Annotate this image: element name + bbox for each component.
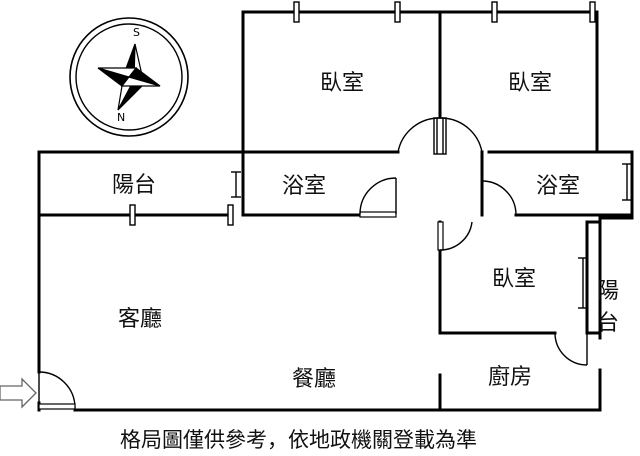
label-bedroom-top-right: 臥室 — [508, 71, 552, 96]
window-balcony-1 — [129, 204, 136, 226]
label-bedroom-top-left: 臥室 — [320, 71, 364, 96]
compass-outer-ring — [69, 17, 189, 137]
disclaimer-caption: 格局圖僅供參考，依地政機關登載為準 — [120, 428, 477, 452]
label-bath-left: 浴室 — [282, 174, 326, 199]
label-living-room: 客廳 — [118, 307, 162, 332]
window-top-1 — [293, 1, 300, 23]
exterior-walls — [37, 10, 634, 412]
window-top-4 — [589, 1, 596, 23]
windows — [129, 1, 596, 226]
label-balcony-left: 陽台 — [112, 173, 156, 198]
label-kitchen: 廚房 — [488, 365, 532, 390]
window-balcony-2 — [227, 204, 234, 226]
window-top-3 — [491, 1, 498, 23]
door-entry — [38, 371, 76, 409]
room-labels: 臥室 臥室 陽台 浴室 浴室 臥室 陽 台 客廳 餐廳 廚房 — [112, 71, 619, 392]
label-balcony-right-1: 陽 — [597, 279, 619, 304]
sliding-doors — [231, 163, 632, 309]
compass: S N — [69, 17, 189, 137]
label-bedroom-middle: 臥室 — [492, 267, 536, 292]
compass-inner-ring — [75, 23, 183, 131]
entry-arrow-icon — [0, 377, 37, 409]
label-balcony-right-2: 台 — [597, 311, 619, 336]
door-bath-left — [359, 177, 397, 215]
compass-north-letter: N — [117, 111, 125, 124]
door-bedroom-left — [397, 117, 441, 153]
door-bedroom-middle — [439, 221, 473, 251]
label-bath-right: 浴室 — [536, 174, 580, 199]
door-frame-bedroom-split — [433, 117, 447, 155]
compass-needle-icon — [97, 43, 161, 111]
swing-doors — [38, 117, 588, 410]
window-top-2 — [394, 1, 401, 23]
door-kitchen-balcony — [554, 332, 588, 366]
label-dining-room: 餐廳 — [292, 367, 336, 392]
door-bath-right — [481, 180, 517, 216]
compass-south-letter: S — [133, 26, 140, 39]
door-bedroom-right — [439, 117, 483, 153]
